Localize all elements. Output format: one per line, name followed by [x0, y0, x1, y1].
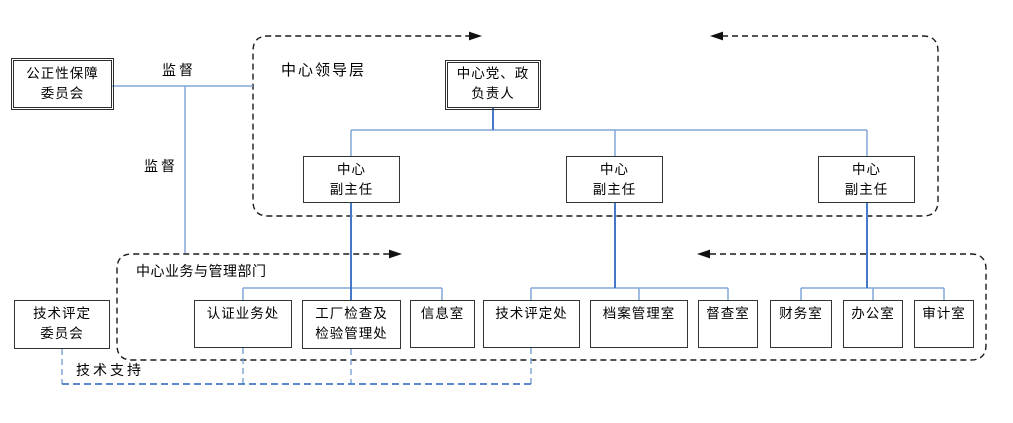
dept-general-office-box: 办公室 [843, 300, 903, 348]
business-group-label: 中心业务与管理部门 [136, 265, 267, 280]
tech-committee-box: 技术评定 委员会 [14, 300, 110, 349]
dept-audit-box: 审计室 [914, 300, 974, 348]
hierarchy-lines-strong [350, 108, 868, 300]
dept-finance-box: 财务室 [770, 300, 832, 348]
leadership-arrow-right-icon [469, 31, 482, 41]
tech-support-label: 技术支持 [76, 364, 144, 379]
fairness-committee-box: 公正性保障 委员会 [10, 57, 115, 111]
dept-factory-inspection-box: 工厂检查及 检验管理处 [302, 300, 401, 349]
leadership-group-label: 中心领导层 [281, 63, 367, 79]
fairness-committee-line2: 委员会 [40, 86, 85, 101]
fairness-committee-line1: 公正性保障 [26, 66, 99, 81]
dept-archives-box: 档案管理室 [590, 300, 688, 348]
leadership-arrow-left-icon [710, 31, 723, 41]
center-leader-box: 中心党、政 负责人 [444, 59, 542, 111]
supervision-label-top: 监督 [162, 64, 196, 79]
dept-tech-evaluation-box: 技术评定处 [483, 300, 580, 348]
business-group-outline [116, 253, 987, 361]
dept-supervision-office-box: 督查室 [698, 300, 758, 348]
deputy-director-box-3: 中心 副主任 [818, 156, 915, 203]
center-leader-line2: 负责人 [471, 86, 515, 101]
hierarchy-lines-thin [112, 85, 945, 300]
center-leader-line1: 中心党、政 [456, 66, 530, 81]
dept-certification-box: 认证业务处 [194, 300, 292, 348]
dept-information-box: 信息室 [410, 300, 475, 348]
supervision-label-side: 监督 [144, 160, 178, 175]
business-arrow-right-icon [389, 249, 402, 259]
deputy-director-box-1: 中心 副主任 [303, 156, 400, 203]
tech-support-links [61, 348, 532, 385]
deputy-director-box-2: 中心 副主任 [566, 156, 663, 203]
business-arrow-left-icon [697, 249, 710, 259]
